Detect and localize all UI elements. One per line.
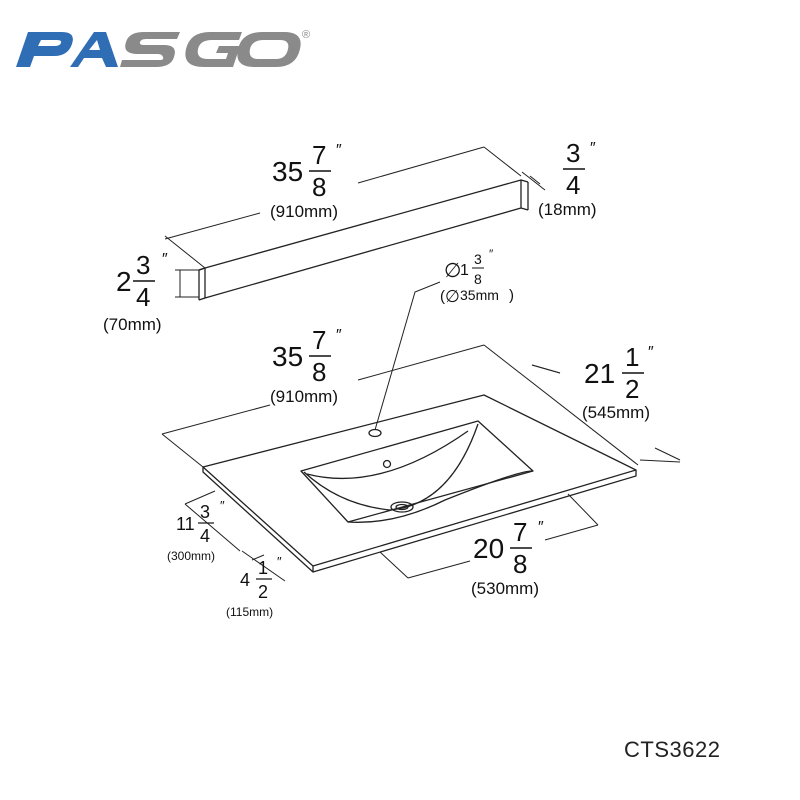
dim-numerator: 3 [136,250,150,280]
dim-denominator: 4 [566,170,580,200]
dim-metric: (910mm) [270,202,338,221]
dim-numerator: 3 [566,138,580,168]
dim-metric: (70mm) [103,315,162,334]
dim-whole: 35 [272,341,303,372]
dim-denominator: 8 [474,271,482,287]
dim-numerator: 1 [258,558,268,578]
dim-inch-mark: ″ [489,247,494,261]
metric-close: ) [509,287,514,304]
dim-denominator: 8 [312,357,326,387]
dim-whole: 20 [473,533,504,564]
dim-whole: 35 [272,156,303,187]
dim-inch-mark: ″ [220,498,225,513]
dim-denominator: 4 [136,282,150,312]
dim-metric: (115mm) [226,605,273,619]
dim-inch-mark: ″ [336,142,342,159]
logo-letters [16,32,301,67]
edge-to-bowl-label: 4 1 2 ″ (115mm) [226,554,282,619]
dim-metric: 35mm [460,287,499,303]
dim-denominator: 2 [258,582,268,602]
backsplash-shape [198,179,529,301]
diameter-symbol: ∅ [444,260,461,282]
dim-numerator: 7 [513,517,527,547]
dim-denominator: 8 [513,549,527,579]
dim-denominator: 8 [312,172,326,202]
front-to-drain-label: 11 3 4 ″ (300mm) [167,498,225,563]
model-number: CTS3622 [624,737,721,762]
bowl-width-label: 20 7 8 ″ (530mm) [471,517,544,598]
dim-numerator: 1 [625,342,639,372]
dim-numerator: 7 [312,140,326,170]
backsplash-height-label: 2 3 4 ″ (70mm) [103,250,168,334]
overflow-hole [382,459,392,469]
dim-inch-mark: ″ [162,251,168,268]
registered-mark: ® [302,29,310,41]
dim-numerator: 3 [200,502,210,522]
dimension-lines [161,146,681,582]
dim-denominator: 4 [200,526,210,546]
dim-metric: (18mm) [538,200,597,219]
basin-bowl [300,420,534,523]
dim-metric: (910mm) [270,387,338,406]
dim-metric: (545mm) [582,403,650,422]
dim-inch-mark: ″ [277,554,282,569]
dim-numerator: 7 [312,325,326,355]
metric-open: ( [440,288,445,305]
dim-whole: 4 [240,570,250,590]
faucet-hole-label: ∅ 1 3 8 ″ ( ∅ 35mm ) [440,247,514,306]
dim-whole: 11 [176,514,195,534]
dim-whole: 21 [584,358,615,389]
countertop-depth-label: 21 1 2 ″ (545mm) [582,342,654,422]
dim-numerator: 3 [474,251,482,267]
dim-inch-mark: ″ [336,327,342,344]
dim-denominator: 2 [625,374,639,404]
drain [390,501,414,513]
dim-metric: (300mm) [167,549,215,563]
dim-inch-mark: ″ [590,140,596,157]
metric-diameter-symbol: ∅ [445,287,460,306]
dim-inch-mark: ″ [648,344,654,361]
backsplash-length-label: 35 7 8 ″ (910mm) [270,140,342,221]
backsplash-thickness-label: 3 4 ″ (18mm) [538,138,597,219]
dim-whole: 2 [116,266,132,297]
countertop-width-label: 35 7 8 ″ (910mm) [270,325,342,406]
dim-metric: (530mm) [471,579,539,598]
dim-whole: 1 [460,262,469,279]
pasgo-logo: ® [16,29,310,67]
dim-inch-mark: ″ [538,519,544,536]
